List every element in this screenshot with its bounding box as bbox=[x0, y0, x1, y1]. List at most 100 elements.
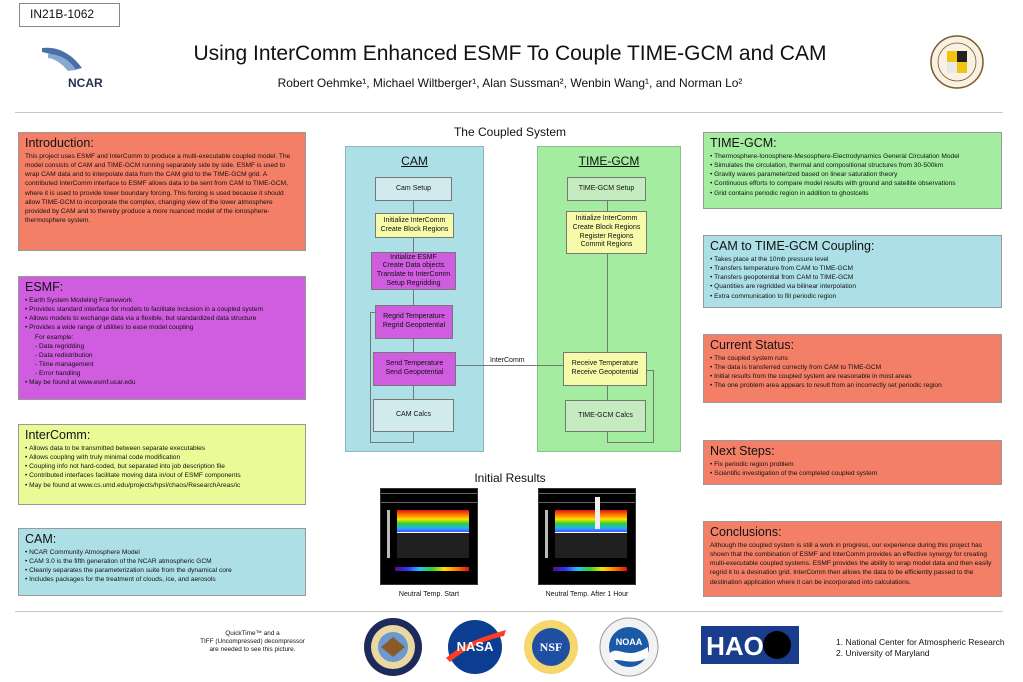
list-item: - Error handling bbox=[35, 369, 81, 377]
list-item: CAM 3.0 is the fifth generation of the N… bbox=[25, 557, 299, 566]
flow-connector bbox=[370, 442, 414, 443]
list-item: Allows models to exchange data via a fle… bbox=[25, 314, 299, 323]
list-item: Transfers temperature from CAM to TIME-G… bbox=[710, 264, 995, 273]
list-item: NCAR Community Atmosphere Model bbox=[25, 548, 299, 557]
box-line: Initialize InterComm bbox=[575, 215, 638, 222]
list-item: Continuous efforts to compare model resu… bbox=[710, 179, 995, 188]
timegcm-setup-box: TIME-GCM Setup bbox=[567, 177, 646, 201]
flow-connector bbox=[413, 386, 414, 399]
list-item: Transfers geopotential from CAM to TIME-… bbox=[710, 273, 995, 282]
intercomm-link-label: InterComm bbox=[490, 357, 525, 364]
list-item: Takes place at the 10mb pressure level bbox=[710, 255, 995, 264]
umd-seal-logo bbox=[924, 34, 990, 90]
noaa-logo-text: NOAA bbox=[616, 637, 643, 647]
list-item: Grid contains periodic region in additio… bbox=[710, 189, 995, 198]
plot-lower-region bbox=[555, 532, 627, 558]
esmf-list: Earth System Modeling Framework Provides… bbox=[25, 296, 299, 386]
flow-connector bbox=[413, 432, 414, 442]
quicktime-line: TIFF (Uncompressed) decompressor bbox=[200, 638, 305, 645]
box-line: Receive Geopotential bbox=[571, 369, 639, 376]
intercomm-list: Allows data to be transmitted between se… bbox=[25, 444, 299, 489]
plot-header bbox=[539, 493, 635, 503]
hao-logo: HAO bbox=[701, 626, 799, 669]
list-item: - Data regridding bbox=[35, 342, 85, 350]
list-item: Initial results from the coupled system … bbox=[710, 372, 995, 381]
list-item: Cleanly separates the parameterization s… bbox=[25, 566, 299, 575]
box-line: Cam Setup bbox=[395, 184, 432, 192]
conclusions-title: Conclusions: bbox=[710, 525, 782, 539]
flow-connector bbox=[607, 432, 608, 442]
list-item: Earth System Modeling Framework bbox=[25, 296, 299, 305]
conclusions-panel: Conclusions: Although the coupled system… bbox=[703, 521, 1002, 597]
box-line: Regrid Temperature bbox=[383, 313, 445, 321]
intercomm-panel: InterComm: Allows data to be transmitted… bbox=[18, 424, 306, 505]
plot-colorbar bbox=[395, 567, 469, 571]
list-item: For example: bbox=[35, 333, 74, 341]
timegcm-list: Thermosphere-Ionosphere-Mesosphere-Elect… bbox=[710, 152, 995, 197]
quicktime-line: are needed to see this picture. bbox=[209, 646, 296, 653]
box-line: Receive Temperature bbox=[571, 360, 639, 368]
cam-title: CAM: bbox=[25, 532, 57, 546]
nasa-logo-text: NASA bbox=[457, 639, 494, 654]
next-steps-title: Next Steps: bbox=[710, 444, 775, 458]
coupling-panel: CAM to TIME-GCM Coupling: Takes place at… bbox=[703, 235, 1002, 308]
box-line: Initialize InterComm bbox=[383, 216, 446, 224]
box-line: CAM Calcs bbox=[395, 411, 431, 419]
box-line: Create Block Regions bbox=[572, 223, 641, 231]
list-item: Scientific investigation of the complete… bbox=[710, 469, 995, 478]
ncar-swoosh-icon bbox=[42, 47, 82, 71]
timegcm-title: TIME-GCM: bbox=[710, 136, 777, 150]
list-item: Quantities are regridded via bilinear in… bbox=[710, 282, 995, 291]
introduction-panel: Introduction: This project uses ESMF and… bbox=[18, 132, 306, 251]
list-item: Coupling info not hard-coded, but separa… bbox=[25, 462, 299, 471]
box-line: Send Temperature bbox=[385, 360, 444, 368]
box-line: Create Block Regions bbox=[380, 225, 449, 233]
esmf-panel: ESMF: Earth System Modeling Framework Pr… bbox=[18, 276, 306, 400]
current-status-title: Current Status: bbox=[710, 338, 795, 352]
box-line: Regrid Geopotential bbox=[382, 322, 446, 329]
affiliations: 1. National Center for Atmospheric Resea… bbox=[836, 637, 1005, 660]
flow-connector bbox=[413, 238, 414, 252]
cam-setup-box: Cam Setup bbox=[375, 177, 452, 201]
box-line: Commit Regions bbox=[580, 241, 633, 249]
list-item: Allows data to be transmitted between se… bbox=[25, 444, 299, 453]
flow-connector bbox=[413, 339, 414, 352]
list-item: Provides standard interface for models t… bbox=[25, 305, 299, 314]
cam-regrid-box: Regrid Temperature Regrid Geopotential bbox=[375, 305, 453, 339]
footer-divider bbox=[15, 611, 1003, 612]
nsf-globe-icon: NSF bbox=[524, 620, 578, 674]
nsf-logo: NSF bbox=[521, 618, 581, 681]
timegcm-panel: TIME-GCM: Thermosphere-Ionosphere-Mesosp… bbox=[703, 132, 1002, 209]
flow-connector bbox=[607, 201, 608, 211]
nsf-logo-text: NSF bbox=[540, 640, 563, 654]
affiliation-item: 1. National Center for Atmospheric Resea… bbox=[836, 637, 1005, 647]
timegcm-init-intercomm-box: Initialize InterComm Create Block Region… bbox=[566, 211, 647, 254]
hao-logo-icon: HAO bbox=[701, 626, 799, 664]
cam-calcs-box: CAM Calcs bbox=[373, 399, 454, 432]
list-item: The data is transferred correctly from C… bbox=[710, 363, 995, 372]
flow-connector bbox=[607, 386, 608, 400]
list-item: Thermosphere-Ionosphere-Mesosphere-Elect… bbox=[710, 152, 995, 161]
list-item: May be found at www.cs.umd.edu/projects/… bbox=[25, 481, 299, 490]
esmf-title: ESMF: bbox=[25, 280, 64, 294]
noaa-logo: NOAA bbox=[598, 617, 660, 682]
ncar-logo: NCAR bbox=[38, 44, 110, 96]
timegcm-calcs-box: TIME-GCM Calcs bbox=[565, 400, 646, 432]
poster-title: Using InterComm Enhanced ESMF To Couple … bbox=[193, 42, 827, 65]
cam-init-intercomm-box: Initialize InterComm Create Block Region… bbox=[375, 213, 454, 238]
plot-axis bbox=[545, 510, 548, 558]
plot-caption-start: Neutral Temp. Start bbox=[398, 591, 460, 598]
flow-connector bbox=[370, 312, 376, 313]
box-line: TIME-GCM Calcs bbox=[578, 411, 633, 419]
dod-seal-logo bbox=[362, 617, 424, 682]
box-line: Setup Regridding bbox=[386, 279, 441, 287]
list-item: Fix periodic region problem bbox=[710, 460, 995, 469]
noaa-seal-icon: NOAA bbox=[599, 617, 659, 677]
list-item: Simulates the circulation, thermal and c… bbox=[710, 161, 995, 170]
hao-logo-text: HAO bbox=[706, 631, 764, 661]
intercomm-link bbox=[456, 365, 563, 366]
affiliation-item: 2. University of Maryland bbox=[836, 648, 930, 659]
current-status-panel: Current Status: The coupled system runs … bbox=[703, 334, 1002, 403]
temperature-bands bbox=[397, 510, 469, 532]
box-line: Initialize ESMF bbox=[390, 253, 437, 261]
